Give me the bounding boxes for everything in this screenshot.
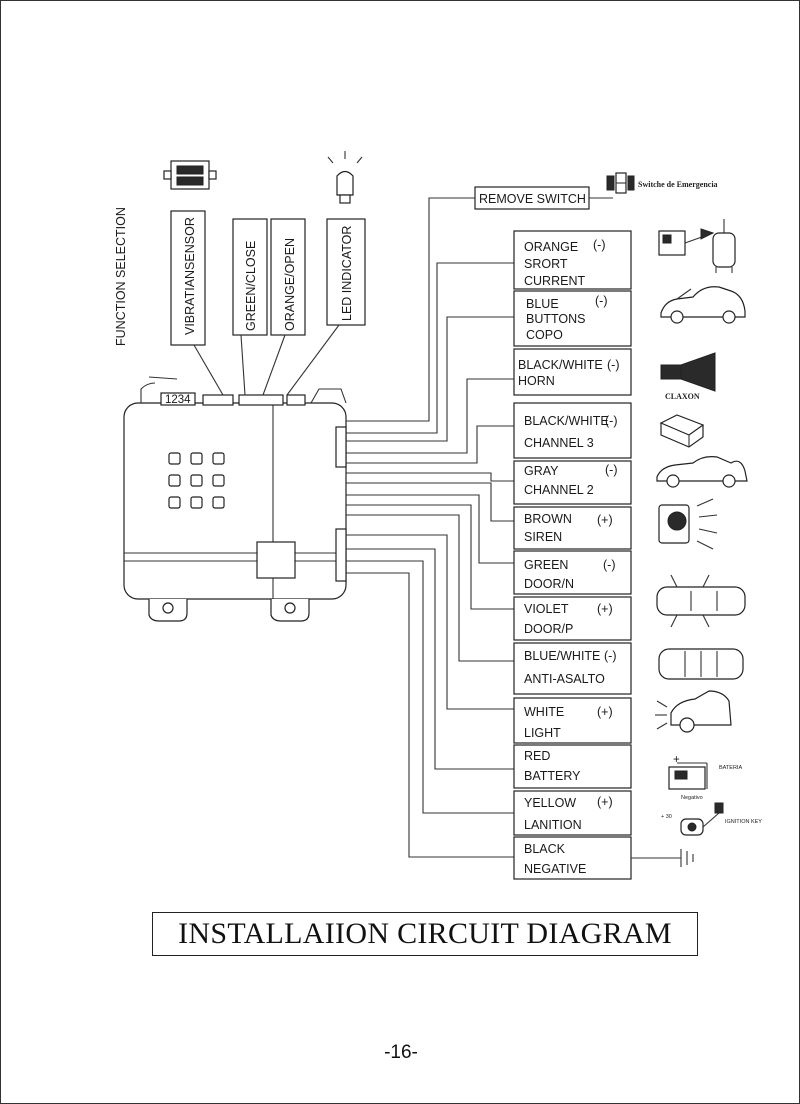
ignition-key-icon: + 30 IGNITION KEY [661, 802, 762, 836]
terminal-6-sign: (-) [603, 558, 616, 572]
siren-icon [658, 498, 718, 550]
terminal-3-sign: (-) [605, 414, 618, 428]
terminal-10-line2: BATTERY [524, 769, 581, 783]
vibration-sensor-group: VIBRATIANSENSOR [170, 210, 224, 396]
negative-label: Negativo [681, 795, 703, 801]
green-close-label: GREEN/CLOSE [244, 241, 258, 331]
terminal-box-8: BLUE/WHITE (-) ANTI-ASALTO [513, 642, 632, 695]
terminal-box-9: WHITE (+) LIGHT [513, 697, 632, 744]
terminal-2-sign: (-) [607, 358, 620, 372]
terminal-8-sign: (-) [604, 649, 617, 663]
terminal-4-sign: (-) [605, 463, 618, 477]
diagram-title: INSTALLAIION CIRCUIT DIAGRAM [178, 917, 672, 950]
relay-coil-icon [658, 219, 736, 273]
horn-icon: CLAXON [660, 352, 716, 401]
terminal-11-line1: YELLOW [524, 796, 576, 810]
battery-icon: + BATERIA Negativo [668, 754, 742, 801]
terminal-0-line3: CURRENT [524, 274, 585, 288]
terminal-0-sign: (-) [593, 238, 606, 252]
claxon-label: CLAXON [665, 392, 700, 401]
terminal-11-sign: (+) [597, 795, 613, 809]
shock-sensor-icon [163, 160, 217, 190]
terminal-1-sign: (-) [595, 294, 608, 308]
terminal-box-0: ORANGE (-) SRORT CURRENT [513, 230, 632, 290]
orange-open-label: ORANGE/OPEN [283, 238, 297, 331]
terminal-1-line2: BUTTONS [526, 312, 586, 326]
terminal-3-line2: CHANNEL 3 [524, 436, 594, 450]
terminal-0-line2: SRORT [524, 257, 568, 271]
function-selection-label: FUNCTION SELECTION [114, 207, 128, 346]
wiring-harness [346, 197, 514, 858]
relay-box-icon [659, 414, 705, 448]
terminal-5-sign: (+) [597, 513, 613, 527]
orange-open-group: ORANGE/OPEN [262, 218, 306, 396]
terminal-11-line2: LANITION [524, 818, 582, 832]
terminal-9-line2: LIGHT [524, 726, 561, 740]
terminal-6-line2: DOOR/N [524, 577, 574, 591]
car-top-view-icon [658, 648, 744, 680]
terminal-box-6: GREEN (-) DOOR/N [513, 550, 632, 595]
terminal-9-sign: (+) [597, 705, 613, 719]
terminal-7-line2: DOOR/P [524, 622, 573, 636]
terminal-3-line1: BLACK/WHITE [524, 414, 609, 428]
green-close-group: GREEN/CLOSE [232, 218, 268, 396]
svg-text:+: + [673, 754, 680, 766]
terminal-2-line1: BLACK/WHITE [518, 358, 603, 372]
terminal-8-line1: BLUE/WHITE [524, 649, 600, 663]
terminal-box-3: BLACK/WHITE (-) CHANNEL 3 [513, 402, 632, 459]
terminal-box-7: VIOLET (+) DOOR/P [513, 596, 632, 641]
dip-switch-numbers: 1234 [165, 394, 191, 406]
terminal-box-1: BLUE (-) BUTTONS COPO [513, 290, 632, 347]
remove-switch-label: REMOVE SWITCH [479, 192, 586, 206]
terminal-12-line2: NEGATIVE [524, 862, 586, 876]
plus-30-label: + 30 [661, 814, 672, 820]
page-number: -16- [384, 1042, 418, 1063]
terminal-box-10: RED BATTERY [513, 744, 632, 789]
diagram-title-box: INSTALLAIION CIRCUIT DIAGRAM [152, 912, 698, 956]
terminal-box-12: BLACK NEGATIVE [513, 836, 632, 880]
battery-label: BATERIA [719, 765, 742, 771]
terminal-4-line2: CHANNEL 2 [524, 483, 594, 497]
car-doors-open-icon [656, 574, 746, 628]
emergency-switch-icon: Switche de Emergencia [606, 172, 718, 194]
remove-switch-box: REMOVE SWITCH [474, 186, 613, 210]
ground-symbol [631, 849, 694, 867]
terminal-9-line1: WHITE [524, 705, 564, 719]
terminal-12-line1: BLACK [524, 842, 566, 856]
terminal-box-11: YELLOW (+) LANITION [513, 790, 632, 836]
terminal-box-5: BROWN (+) SIREN [513, 506, 632, 550]
terminal-8-line2: ANTI-ASALTO [524, 672, 605, 686]
led-indicator-label: LED INDICATOR [340, 226, 354, 321]
car-hood-open-icon [660, 286, 746, 324]
terminal-1-line3: COPO [526, 328, 563, 342]
led-bulb-icon [327, 151, 363, 204]
terminal-7-line1: VIOLET [524, 602, 569, 616]
terminal-1-line1: BLUE [526, 297, 559, 311]
terminal-box-2: BLACK/WHITE (-) HORN [513, 348, 632, 396]
car-trunk-icon [656, 456, 748, 488]
terminal-6-line1: GREEN [524, 558, 568, 572]
vibration-sensor-label: VIBRATIANSENSOR [183, 217, 197, 335]
ignition-label: IGNITION KEY [725, 819, 762, 825]
emergency-switch-label: Switche de Emergencia [638, 180, 718, 189]
led-indicator-group: LED INDICATOR [286, 218, 366, 396]
terminal-10-line1: RED [524, 749, 550, 763]
terminal-2-line2: HORN [518, 374, 555, 388]
module-keypad [168, 452, 225, 509]
terminal-7-sign: (+) [597, 602, 613, 616]
terminal-box-4: GRAY (-) CHANNEL 2 [513, 460, 632, 505]
headlight-icon [655, 690, 732, 733]
terminal-4-line1: GRAY [524, 464, 559, 478]
terminal-5-line2: SIREN [524, 530, 562, 544]
control-module: 1234 [123, 382, 347, 622]
terminal-0-line1: ORANGE [524, 240, 578, 254]
terminal-5-line1: BROWN [524, 512, 572, 526]
